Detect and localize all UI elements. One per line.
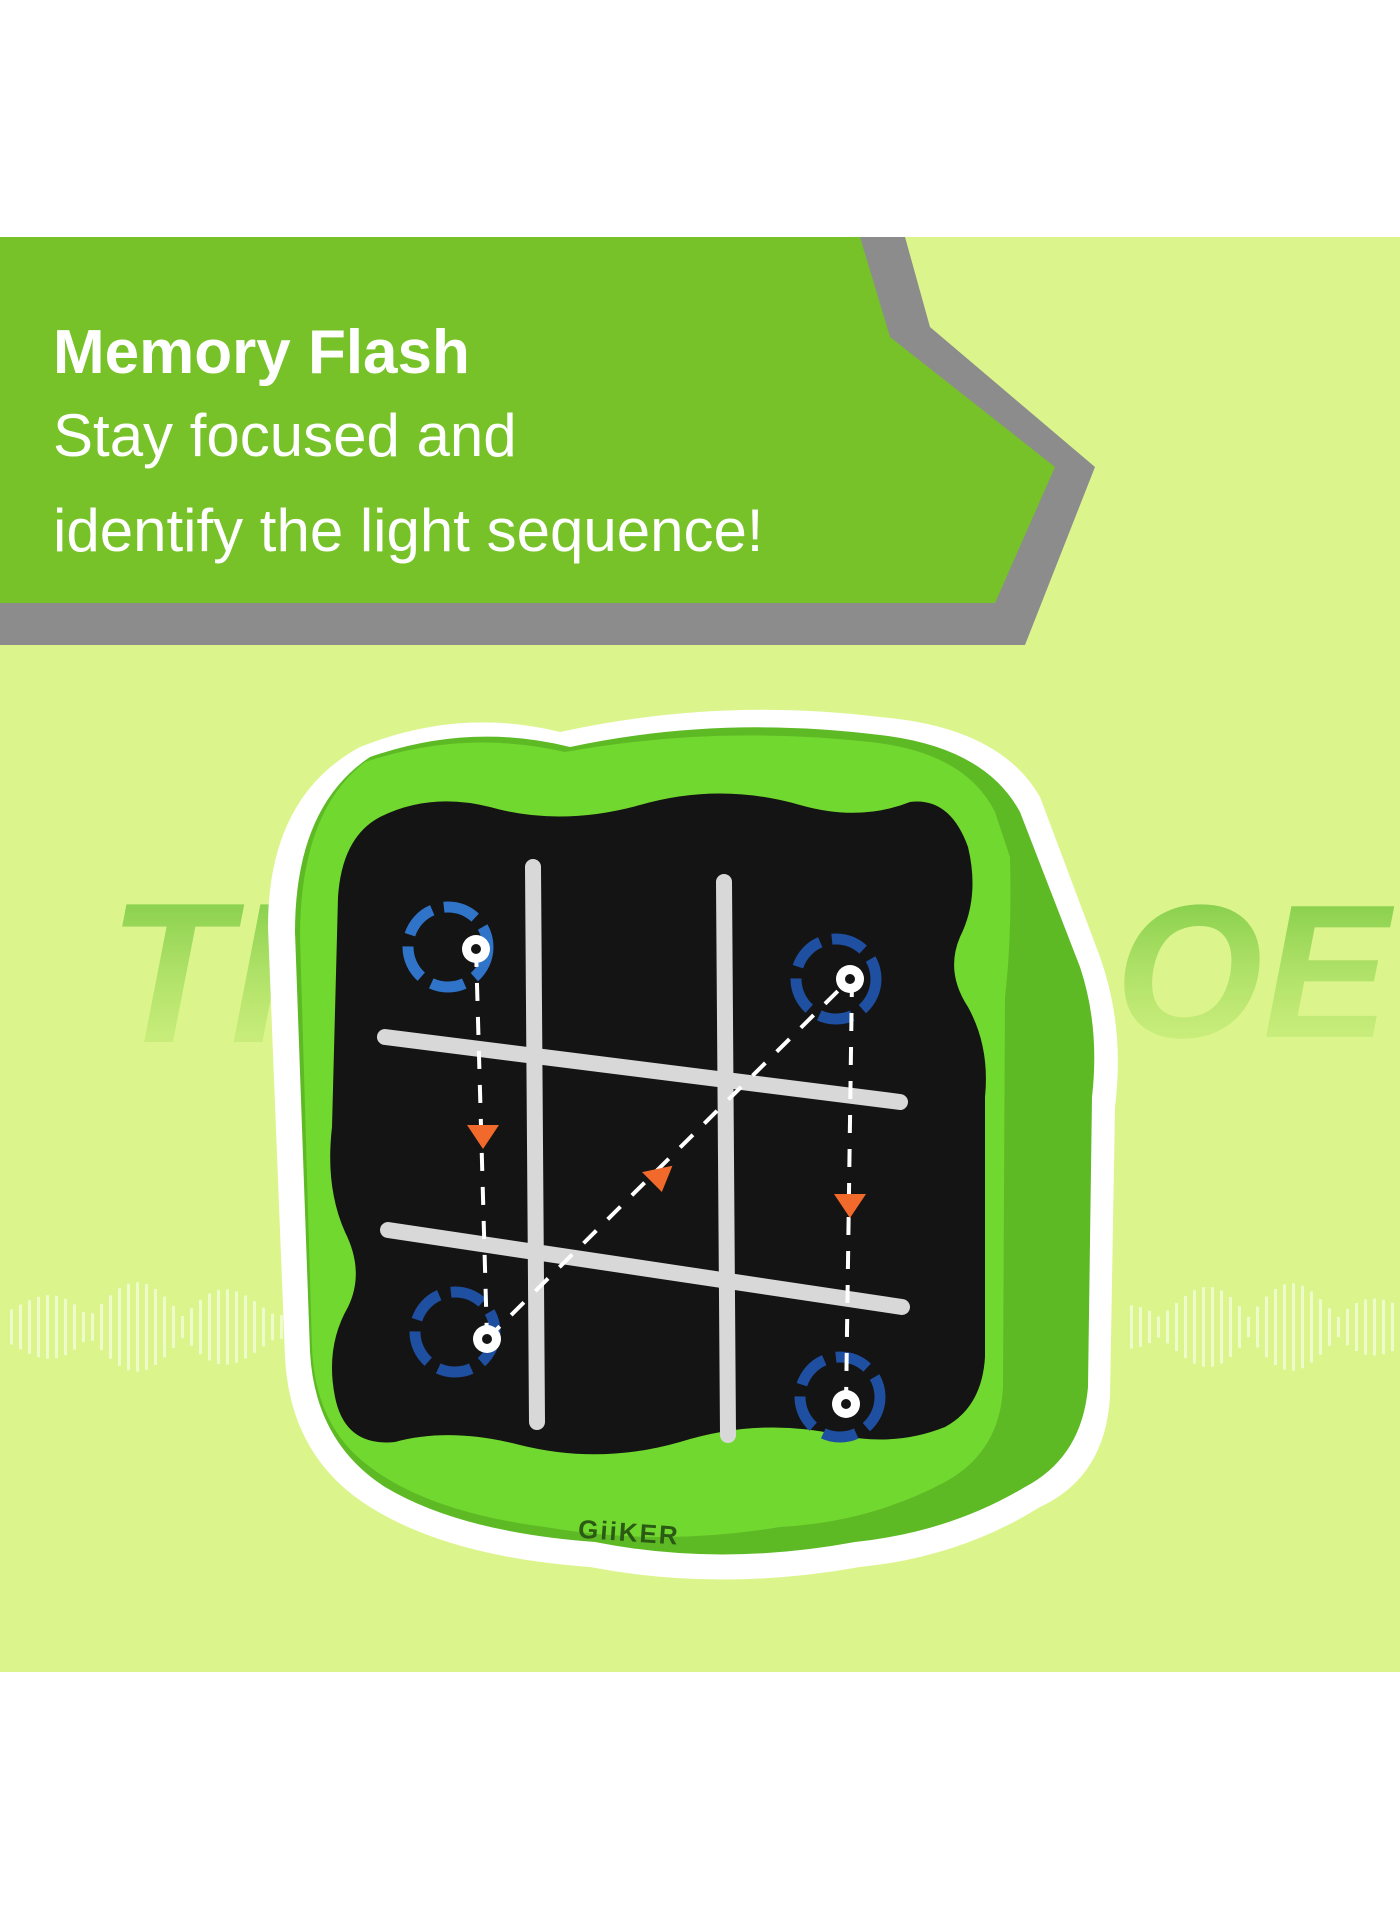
wave-bar <box>1391 1302 1394 1352</box>
wave-bar <box>1346 1308 1349 1346</box>
brand-logo: GiiKER <box>577 1514 680 1551</box>
wave-bar <box>172 1305 175 1349</box>
wave-bar <box>1319 1299 1322 1355</box>
watermark-right: OE <box>1115 866 1395 1078</box>
wave-bar <box>1247 1316 1250 1338</box>
feature-subtitle-line-2: identify the light sequence! <box>53 497 764 565</box>
feature-banner: Memory Flash Stay focused and identify t… <box>53 317 763 578</box>
sequence-nodes <box>462 935 864 1418</box>
wave-bar <box>1202 1287 1205 1367</box>
wave-bar <box>181 1316 184 1338</box>
wave-bar <box>280 1315 283 1339</box>
wave-bar <box>1283 1284 1286 1370</box>
wave-bar <box>1130 1305 1133 1349</box>
light-ring-icon <box>794 1351 886 1443</box>
game-grid <box>377 859 910 1443</box>
node-dot-center <box>471 944 481 954</box>
wave-bar <box>1193 1290 1196 1364</box>
sequence-arrow-icon <box>467 1125 499 1149</box>
wave-bar <box>37 1296 40 1358</box>
grid-line-horizontal-1 <box>377 1029 908 1110</box>
wave-bar <box>1184 1295 1187 1359</box>
wave-bar <box>190 1308 193 1346</box>
wave-bar <box>100 1303 103 1351</box>
wave-bar <box>1265 1296 1268 1358</box>
wave-bar <box>271 1313 274 1341</box>
grid-line-vertical-2 <box>716 874 736 1443</box>
tic-tac-toe-device: GiiKER <box>268 709 1118 1580</box>
wave-bar <box>1337 1316 1340 1338</box>
wave-bar <box>1382 1299 1385 1355</box>
sequence-arrow-icon <box>642 1165 673 1192</box>
wave-bar <box>1328 1308 1331 1346</box>
light-ring-icon <box>790 933 882 1025</box>
grid-line-horizontal-2 <box>380 1222 910 1315</box>
wave-bar <box>28 1300 31 1354</box>
wave-bar <box>46 1295 49 1359</box>
sequence-paths <box>474 948 854 1405</box>
wave-bar <box>109 1295 112 1359</box>
wave-bar <box>1310 1291 1313 1363</box>
dashed-path-icon <box>485 977 852 1341</box>
wave-bar <box>1157 1316 1160 1338</box>
wave-bar <box>19 1304 22 1350</box>
wave-bar <box>145 1284 148 1370</box>
light-rings <box>402 901 886 1443</box>
wave-bar <box>1175 1302 1178 1352</box>
wave-bar <box>1301 1285 1304 1369</box>
wave-bar <box>253 1301 256 1353</box>
wave-bar <box>1364 1299 1367 1355</box>
wave-bar <box>64 1298 67 1356</box>
node-dot-center <box>482 1334 492 1344</box>
node-dot-center <box>841 1399 851 1409</box>
wave-bar <box>1220 1290 1223 1364</box>
node-dot-center <box>845 974 855 984</box>
wave-bar <box>1256 1306 1259 1348</box>
wave-bar <box>1166 1310 1169 1344</box>
feature-title: Memory Flash <box>53 318 470 387</box>
wave-bar <box>91 1313 94 1341</box>
grid-line-vertical-1 <box>525 859 545 1430</box>
wave-bar <box>136 1282 139 1372</box>
wave-bar <box>244 1295 247 1359</box>
sequence-arrow-icon <box>834 1194 866 1218</box>
wave-bar <box>208 1293 211 1361</box>
wave-bar <box>1274 1288 1277 1366</box>
wave-bar <box>235 1291 238 1363</box>
wave-bar <box>217 1290 220 1364</box>
wave-bar <box>1292 1283 1295 1371</box>
wave-bar <box>55 1295 58 1359</box>
wave-bar <box>226 1289 229 1365</box>
wave-bar <box>1211 1287 1214 1367</box>
wave-bar <box>262 1307 265 1347</box>
wave-bar <box>1139 1307 1142 1347</box>
wave-bar <box>199 1299 202 1355</box>
watermark-left: TI <box>108 862 289 1085</box>
wave-bar <box>1373 1298 1376 1356</box>
wave-bar <box>82 1311 85 1343</box>
wave-bar <box>73 1304 76 1350</box>
product-stage: TI OE Memory Flash Stay focused and iden… <box>0 237 1400 1672</box>
wave-bar <box>1238 1306 1241 1348</box>
wave-bar <box>154 1289 157 1365</box>
sequence-arrows <box>467 1125 866 1218</box>
wave-bar <box>127 1283 130 1371</box>
wave-bar <box>10 1309 13 1345</box>
wave-bar <box>1148 1310 1151 1344</box>
wave-bar <box>1229 1297 1232 1357</box>
wave-bar <box>118 1288 121 1366</box>
feature-subtitle-line-1: Stay focused and <box>53 402 517 470</box>
dashed-path-icon <box>844 978 854 1405</box>
wave-bar <box>1355 1302 1358 1352</box>
wave-bar <box>163 1296 166 1358</box>
banner-shape <box>0 237 1055 603</box>
